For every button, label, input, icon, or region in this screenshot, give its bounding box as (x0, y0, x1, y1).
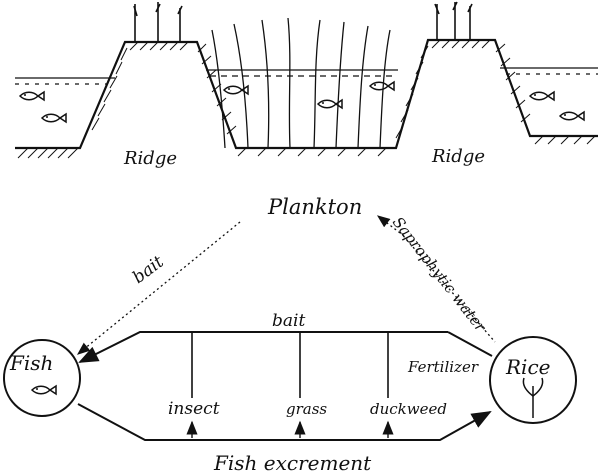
excrement-arrow (77, 403, 492, 441)
arrow-to-plankton (376, 215, 405, 237)
rice-label: Rice (505, 355, 551, 379)
insect-label: insect (168, 399, 220, 419)
duckweed-label: duckweed (370, 400, 447, 418)
fish-excrement-label: Fish excrement (213, 451, 372, 475)
arrow-plankton-to-fish (76, 221, 241, 355)
fish-label: Fish (9, 351, 53, 375)
small-up-arrows (186, 420, 394, 438)
field-cross-section: Ridge Ridge (15, 1, 598, 169)
fish-node-icon (31, 385, 57, 395)
fertilizer-label: Fertilizer (407, 358, 479, 376)
food-verticals (191, 332, 389, 398)
soil-hatching (17, 39, 596, 159)
fish-node (3, 339, 81, 417)
ground-profile (15, 38, 598, 150)
bait-label-left: bait (129, 252, 168, 288)
plankton-label: Plankton (267, 195, 362, 219)
bait-arrow-top (78, 331, 448, 363)
water-lines (15, 67, 598, 85)
saprophytic-water-label: Saprophytic water (389, 213, 490, 336)
grass-label: grass (286, 400, 327, 418)
ridge-plants (133, 1, 473, 42)
rice-node (489, 336, 577, 424)
dashed-plankton-rice (399, 231, 496, 343)
bait-label-top: bait (272, 311, 305, 331)
nutrient-cycle: Plankton bait Saprophytic water Fish Ric… (3, 195, 577, 475)
ridge-label-right: Ridge (431, 146, 485, 167)
ridge-label-left: Ridge (123, 148, 177, 169)
rice-plant-icon (522, 377, 544, 418)
rice-stems (211, 17, 391, 149)
